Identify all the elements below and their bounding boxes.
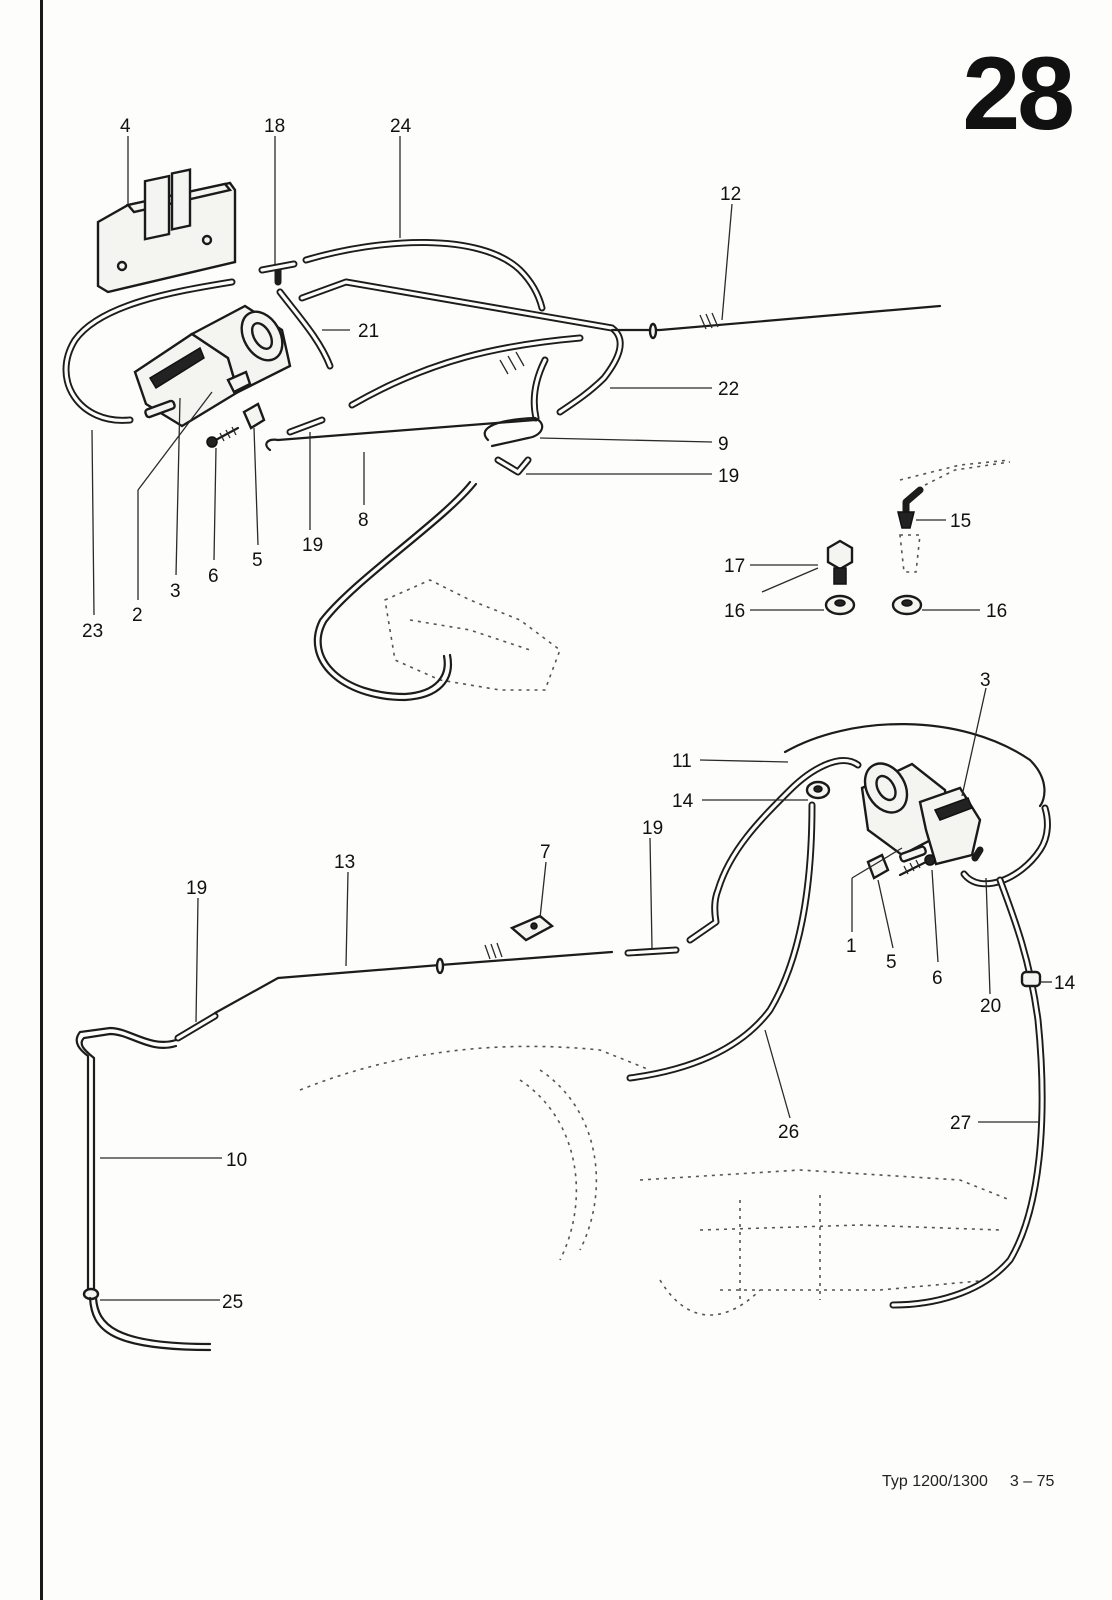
page-footer: Typ 1200/1300 3 – 75 <box>882 1473 1076 1491</box>
plug-17 <box>826 539 854 585</box>
callout-21: 21 <box>358 321 379 342</box>
callout-9: 9 <box>718 434 729 455</box>
ghost-body-outline-upper <box>384 459 1011 691</box>
callout-14-lower: 14 <box>1054 973 1076 994</box>
hose-pump-feed <box>348 334 584 422</box>
hose-27 <box>889 876 1046 1309</box>
callout-6-lower: 6 <box>932 968 943 989</box>
cable-12 <box>610 304 942 340</box>
nozzle-15 <box>897 461 1011 573</box>
callout-labels: 4 18 24 12 21 22 9 19 8 19 5 6 3 2 23 15… <box>82 116 1076 1313</box>
callout-16-right: 16 <box>986 601 1007 622</box>
elbow-9 <box>483 416 544 448</box>
washer-pump-upper <box>133 304 292 428</box>
hose-21 <box>276 288 334 370</box>
hose-26 <box>626 801 816 1082</box>
callout-14-upper: 14 <box>672 791 694 812</box>
callout-19-lower-middle: 19 <box>642 818 663 839</box>
callout-15: 15 <box>950 511 971 532</box>
callout-17: 17 <box>724 556 745 577</box>
cable-13 <box>213 942 614 1015</box>
connector-19-lower-left <box>174 1012 219 1042</box>
footer-model: Typ 1200/1300 <box>882 1473 988 1490</box>
callout-24: 24 <box>390 116 412 137</box>
callout-6-upper: 6 <box>208 566 219 587</box>
clip-upper <box>242 402 266 430</box>
ghost-body-outline-lower <box>299 1045 1011 1316</box>
washer-pump-lower <box>860 762 982 866</box>
callout-3-upper: 3 <box>170 581 181 602</box>
callout-3-lower: 3 <box>980 670 991 691</box>
callout-5-lower: 5 <box>886 952 897 973</box>
washer-16-right <box>891 594 923 616</box>
callout-10: 10 <box>226 1150 247 1171</box>
hose-10 <box>75 1026 178 1301</box>
leader-lines <box>91 136 1052 1301</box>
rod-8 <box>265 418 537 452</box>
fitting-14-upper <box>805 780 831 800</box>
callout-8: 8 <box>358 510 369 531</box>
washer-16-left <box>824 594 856 616</box>
callout-19-lower-left: 19 <box>186 878 207 899</box>
callout-27: 27 <box>950 1113 971 1134</box>
callout-26: 26 <box>778 1122 799 1143</box>
callout-20: 20 <box>980 996 1001 1017</box>
callout-1: 1 <box>846 936 857 957</box>
hose-25 <box>88 1296 212 1352</box>
hose-24 <box>302 239 546 312</box>
callout-11: 11 <box>672 751 692 772</box>
callout-7: 7 <box>540 842 551 863</box>
hose-descending-loop <box>313 480 478 702</box>
connector-19-upper-left <box>286 416 326 436</box>
t-piece-18 <box>258 260 298 286</box>
callout-19-upper-middle: 19 <box>718 466 739 487</box>
fitting-14-lower <box>1020 970 1042 988</box>
screw-lower <box>898 854 936 877</box>
connector-19-upper-middle <box>494 456 532 476</box>
callout-5-upper: 5 <box>252 550 263 571</box>
callout-2: 2 <box>132 605 143 626</box>
binding-margin-rule <box>40 0 43 1600</box>
callout-25: 25 <box>222 1292 243 1313</box>
callout-23: 23 <box>82 621 103 642</box>
hose-23 <box>62 278 236 424</box>
mounting-bracket <box>96 168 237 294</box>
hose-11 <box>686 723 1046 944</box>
callout-22: 22 <box>718 379 739 400</box>
callout-19-upper-left: 19 <box>302 535 323 556</box>
page-number: 28 <box>962 36 1075 152</box>
callout-16-left: 16 <box>724 601 745 622</box>
callout-4: 4 <box>120 116 131 137</box>
connector-19-lower-middle <box>624 946 680 957</box>
callout-18: 18 <box>264 116 285 137</box>
clip-lower <box>866 853 890 880</box>
callout-13: 13 <box>334 852 355 873</box>
hose-22 <box>298 278 624 416</box>
hose-20 <box>960 804 1051 888</box>
screw-upper <box>206 426 240 448</box>
clamp-7 <box>509 914 555 942</box>
footer-reference: 3 – 75 <box>1009 1473 1055 1490</box>
callout-12: 12 <box>720 184 741 205</box>
